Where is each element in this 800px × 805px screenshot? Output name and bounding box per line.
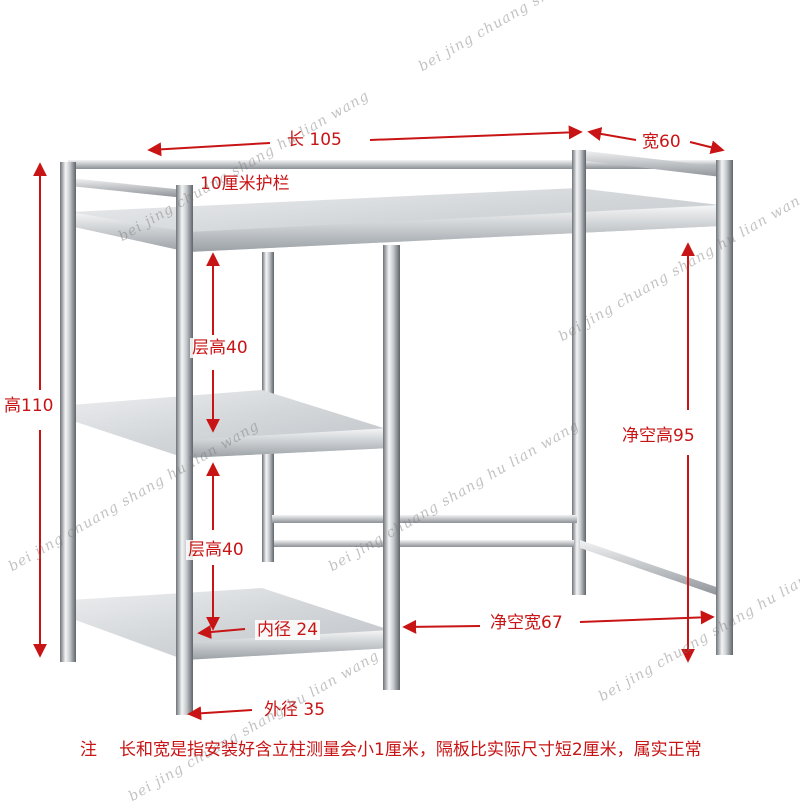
outer-diameter-label: 外径 35 bbox=[262, 700, 328, 720]
inner-diameter-label: 内径 24 bbox=[255, 620, 321, 640]
layer-height-1-label: 层高40 bbox=[190, 338, 250, 358]
top-shelf-front-edge bbox=[188, 205, 720, 252]
left-guard-rail bbox=[70, 178, 185, 198]
width-label: 宽60 bbox=[640, 132, 683, 152]
front-left-leg-back bbox=[60, 162, 76, 662]
front-left-leg bbox=[176, 185, 193, 715]
clear-height-label: 净空高95 bbox=[620, 426, 697, 446]
side-cross-bar bbox=[580, 540, 725, 598]
back-guard-rail bbox=[68, 160, 730, 169]
footnote: 注 长和宽是指安装好含立柱测量会小1厘米，隔板比实际尺寸短2厘米，属实正常 bbox=[80, 738, 770, 762]
rear-cross-bar bbox=[272, 515, 577, 523]
length-arrow-right bbox=[369, 125, 583, 141]
middle-shelf-edge bbox=[185, 428, 390, 458]
outer-diameter-arrow bbox=[187, 706, 253, 721]
width-arrow-left bbox=[587, 127, 637, 141]
low-cross-bar bbox=[274, 540, 574, 547]
side-guard-rail bbox=[578, 150, 730, 178]
footnote-lead: 注 bbox=[80, 740, 97, 760]
clear-width-label: 净空宽67 bbox=[488, 613, 565, 633]
front-right-leg bbox=[716, 160, 733, 655]
top-shelf-left-edge bbox=[70, 212, 188, 252]
width-arrow-right bbox=[689, 140, 725, 155]
inner-diameter-arrow bbox=[197, 625, 246, 639]
guardrail-label: 10厘米护栏 bbox=[198, 174, 292, 194]
clear-width-arrow-left bbox=[402, 619, 481, 634]
length-arrow-left bbox=[147, 142, 271, 157]
length-label: 长 105 bbox=[285, 130, 344, 150]
back-right-leg bbox=[572, 150, 586, 595]
clear-width-arrow-right bbox=[579, 610, 715, 625]
bottom-shelf-edge bbox=[185, 630, 390, 660]
layer-height-2-label: 层高40 bbox=[186, 540, 246, 560]
total-height-label: 高110 bbox=[2, 396, 56, 416]
dimension-arrows bbox=[33, 125, 725, 721]
footnote-text: 长和宽是指安装好含立柱测量会小1厘米，隔板比实际尺寸短2厘米，属实正常 bbox=[119, 740, 702, 760]
front-middle-leg bbox=[383, 245, 400, 690]
